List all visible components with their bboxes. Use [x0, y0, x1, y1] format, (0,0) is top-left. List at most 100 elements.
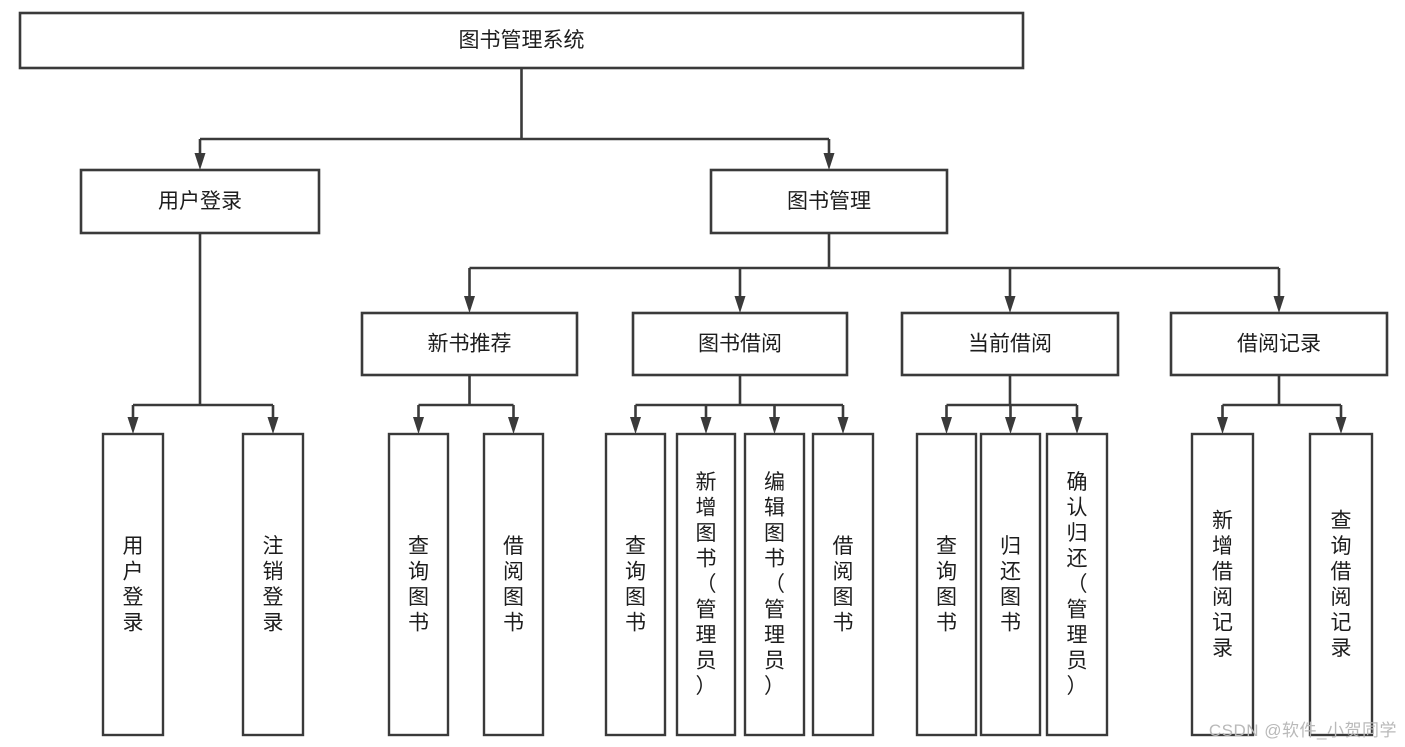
- connector-arrow: [734, 268, 746, 313]
- arrow-head: [1004, 296, 1016, 313]
- arrow-head: [464, 296, 475, 313]
- node-label: 图书管理: [787, 190, 871, 213]
- node-label: 借阅图书: [503, 535, 524, 635]
- node-e69fa5e8afa2e5809fe99885e8ae[interactable]: 查询借阅记录: [1308, 432, 1374, 737]
- node-e69fa5e8afa2e59bbee4b9a6[interactable]: 查询图书: [604, 432, 667, 737]
- node-e794a8e688b7e799bbe5bd95[interactable]: 用户登录: [101, 432, 165, 737]
- node-e59bbee4b9a6e5809fe99885[interactable]: 图书借阅: [631, 311, 849, 377]
- node-boxes-layer: 图书管理系统用户登录用户登录注销登录图书管理新书推荐查询图书借阅图书图书借阅查询…: [18, 11, 1389, 737]
- node-e59bbee4b9a6e7aea1e79086[interactable]: 图书管理: [709, 168, 949, 235]
- node-label: 编辑图书（管理员）: [764, 471, 785, 698]
- arrow-head: [1217, 417, 1228, 434]
- node-label: 查询图书: [936, 535, 957, 635]
- node-e696b0e5a29ee5809fe99885e8ae[interactable]: 新增借阅记录: [1190, 432, 1255, 737]
- connector-arrow: [1071, 405, 1083, 434]
- node-box: [811, 432, 875, 737]
- node-e696b0e4b9a6e68ea8e88d90[interactable]: 新书推荐: [360, 311, 579, 377]
- node-label: 新书推荐: [428, 333, 512, 356]
- arrow-head: [734, 296, 746, 313]
- connector-arrow: [769, 405, 780, 434]
- connector-arrow: [1217, 405, 1228, 434]
- arrow-head: [700, 417, 712, 434]
- arrow-head: [127, 417, 139, 434]
- arrow-head: [1071, 417, 1083, 434]
- node-box: [18, 11, 1025, 70]
- node-e5809fe99885e8aeb0e5bd95[interactable]: 借阅记录: [1169, 311, 1389, 377]
- node-box: [709, 168, 949, 235]
- node-box: [387, 432, 450, 737]
- node-label: 图书借阅: [698, 333, 782, 356]
- node-e7a1aee8aea4e5bd92e8bf98efbc[interactable]: 确认归还（管理员）: [1045, 432, 1109, 737]
- node-label: 确认归还（管理员）: [1067, 471, 1088, 698]
- connector-arrow: [837, 405, 849, 434]
- node-box: [241, 432, 305, 737]
- arrow-head: [267, 417, 279, 434]
- node-e7bc96e8be91e59bbee4b9a6efbc[interactable]: 编辑图书（管理员）: [743, 432, 806, 737]
- node-box: [979, 432, 1042, 737]
- node-box: [482, 432, 545, 737]
- arrow-head: [413, 417, 424, 434]
- node-box: [1190, 432, 1255, 737]
- node-label: 借阅图书: [833, 535, 854, 635]
- node-label: 查询图书: [408, 535, 429, 635]
- connector-arrow: [464, 268, 475, 313]
- arrow-head: [1273, 296, 1285, 313]
- node-e696b0e5a29ee59bbee4b9a6efbc[interactable]: 新增图书（管理员）: [675, 432, 737, 737]
- connector-arrow: [508, 405, 519, 434]
- node-box: [743, 432, 806, 737]
- connector-lines-layer: [127, 68, 1347, 434]
- connector-arrow: [941, 405, 952, 434]
- connector-arrow: [413, 405, 424, 434]
- node-e69fa5e8afa2e59bbee4b9a6[interactable]: 查询图书: [387, 432, 450, 737]
- connector-arrow: [700, 405, 712, 434]
- node-box: [631, 311, 849, 377]
- connector-arrow: [823, 139, 835, 170]
- arrow-head: [1335, 417, 1347, 434]
- arrow-head: [1005, 417, 1016, 434]
- node-e69fa5e8afa2e59bbee4b9a6[interactable]: 查询图书: [915, 432, 978, 737]
- node-e5bd93e5898de5809fe99885[interactable]: 当前借阅: [900, 311, 1120, 377]
- node-e5809fe99885e59bbee4b9a6[interactable]: 借阅图书: [482, 432, 545, 737]
- node-box: [79, 168, 321, 235]
- node-box: [900, 311, 1120, 377]
- arrow-head: [194, 153, 206, 170]
- connector-arrow: [267, 405, 279, 434]
- node-box: [360, 311, 579, 377]
- node-box: [604, 432, 667, 737]
- node-box: [675, 432, 737, 737]
- arrow-head: [837, 417, 849, 434]
- connector-arrow: [194, 139, 206, 170]
- node-e5809fe99885e59bbee4b9a6[interactable]: 借阅图书: [811, 432, 875, 737]
- connector-arrow: [1335, 405, 1347, 434]
- node-box: [101, 432, 165, 737]
- node-label: 注销登录: [263, 535, 284, 635]
- connector-arrow: [1005, 405, 1016, 434]
- node-label: 新增图书（管理员）: [696, 471, 717, 698]
- node-e794a8e688b7e799bbe5bd95[interactable]: 用户登录: [79, 168, 321, 235]
- arrow-head: [769, 417, 780, 434]
- arrow-head: [823, 153, 835, 170]
- arrow-head: [508, 417, 519, 434]
- node-e59bbee4b9a6e7aea1e79086e7b3[interactable]: 图书管理系统: [18, 11, 1025, 70]
- node-e5bd92e8bf98e59bbee4b9a6[interactable]: 归还图书: [979, 432, 1042, 737]
- node-label: 归还图书: [1000, 535, 1021, 635]
- node-label: 新增借阅记录: [1212, 509, 1233, 660]
- node-e6b3a8e99480e799bbe5bd95[interactable]: 注销登录: [241, 432, 305, 737]
- arrow-head: [630, 417, 641, 434]
- node-label: 查询借阅记录: [1331, 509, 1352, 660]
- arrow-head: [941, 417, 952, 434]
- node-label: 查询图书: [625, 535, 646, 635]
- node-label: 用户登录: [123, 535, 144, 635]
- connector-arrow: [1273, 268, 1285, 313]
- node-label: 图书管理系统: [459, 29, 585, 52]
- node-label: 借阅记录: [1237, 333, 1321, 356]
- connector-arrow: [1004, 268, 1016, 313]
- node-box: [1308, 432, 1374, 737]
- node-box: [915, 432, 978, 737]
- connector-arrow: [127, 405, 139, 434]
- node-box: [1169, 311, 1389, 377]
- node-box: [1045, 432, 1109, 737]
- node-label: 用户登录: [158, 190, 242, 213]
